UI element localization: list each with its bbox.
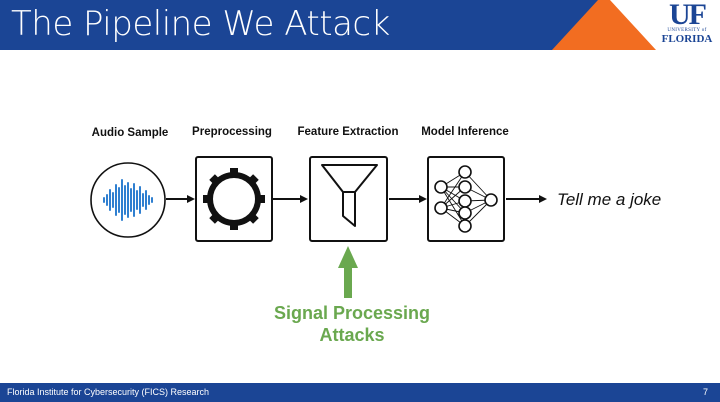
stage-label-feature-extraction: Feature Extraction — [298, 126, 399, 138]
footer-bar: Florida Institute for Cybersecurity (FIC… — [0, 383, 720, 402]
stage-label-audio-sample: Audio Sample — [92, 127, 169, 139]
page-number: 7 — [702, 387, 708, 397]
header-accent — [552, 0, 720, 52]
uf-logo: UF UNIVERSITY of FLORIDA — [658, 0, 716, 52]
waveform-icon — [90, 162, 166, 238]
logo-line1: UNIVERSITY of — [667, 28, 707, 33]
footer-text: Florida Institute for Cybersecurity (FIC… — [7, 387, 210, 397]
funnel-icon — [309, 156, 388, 242]
output-text: Tell me a joke — [557, 190, 661, 209]
stage-label-preprocessing: Preprocessing — [192, 126, 272, 138]
slide-title: The Pipeline We Attack — [11, 4, 390, 44]
logo-mark: UF — [669, 0, 707, 31]
logo-line2: FLORIDA — [661, 33, 713, 45]
gear-icon — [195, 156, 273, 242]
attack-arrow-icon — [338, 246, 358, 298]
attack-label-line2: Attacks — [319, 325, 384, 345]
attack-label-line1: Signal Processing — [274, 303, 430, 323]
logo-backdrop — [610, 0, 720, 52]
stage-label-model-inference: Model Inference — [421, 126, 509, 138]
neural-network-icon — [427, 156, 505, 242]
